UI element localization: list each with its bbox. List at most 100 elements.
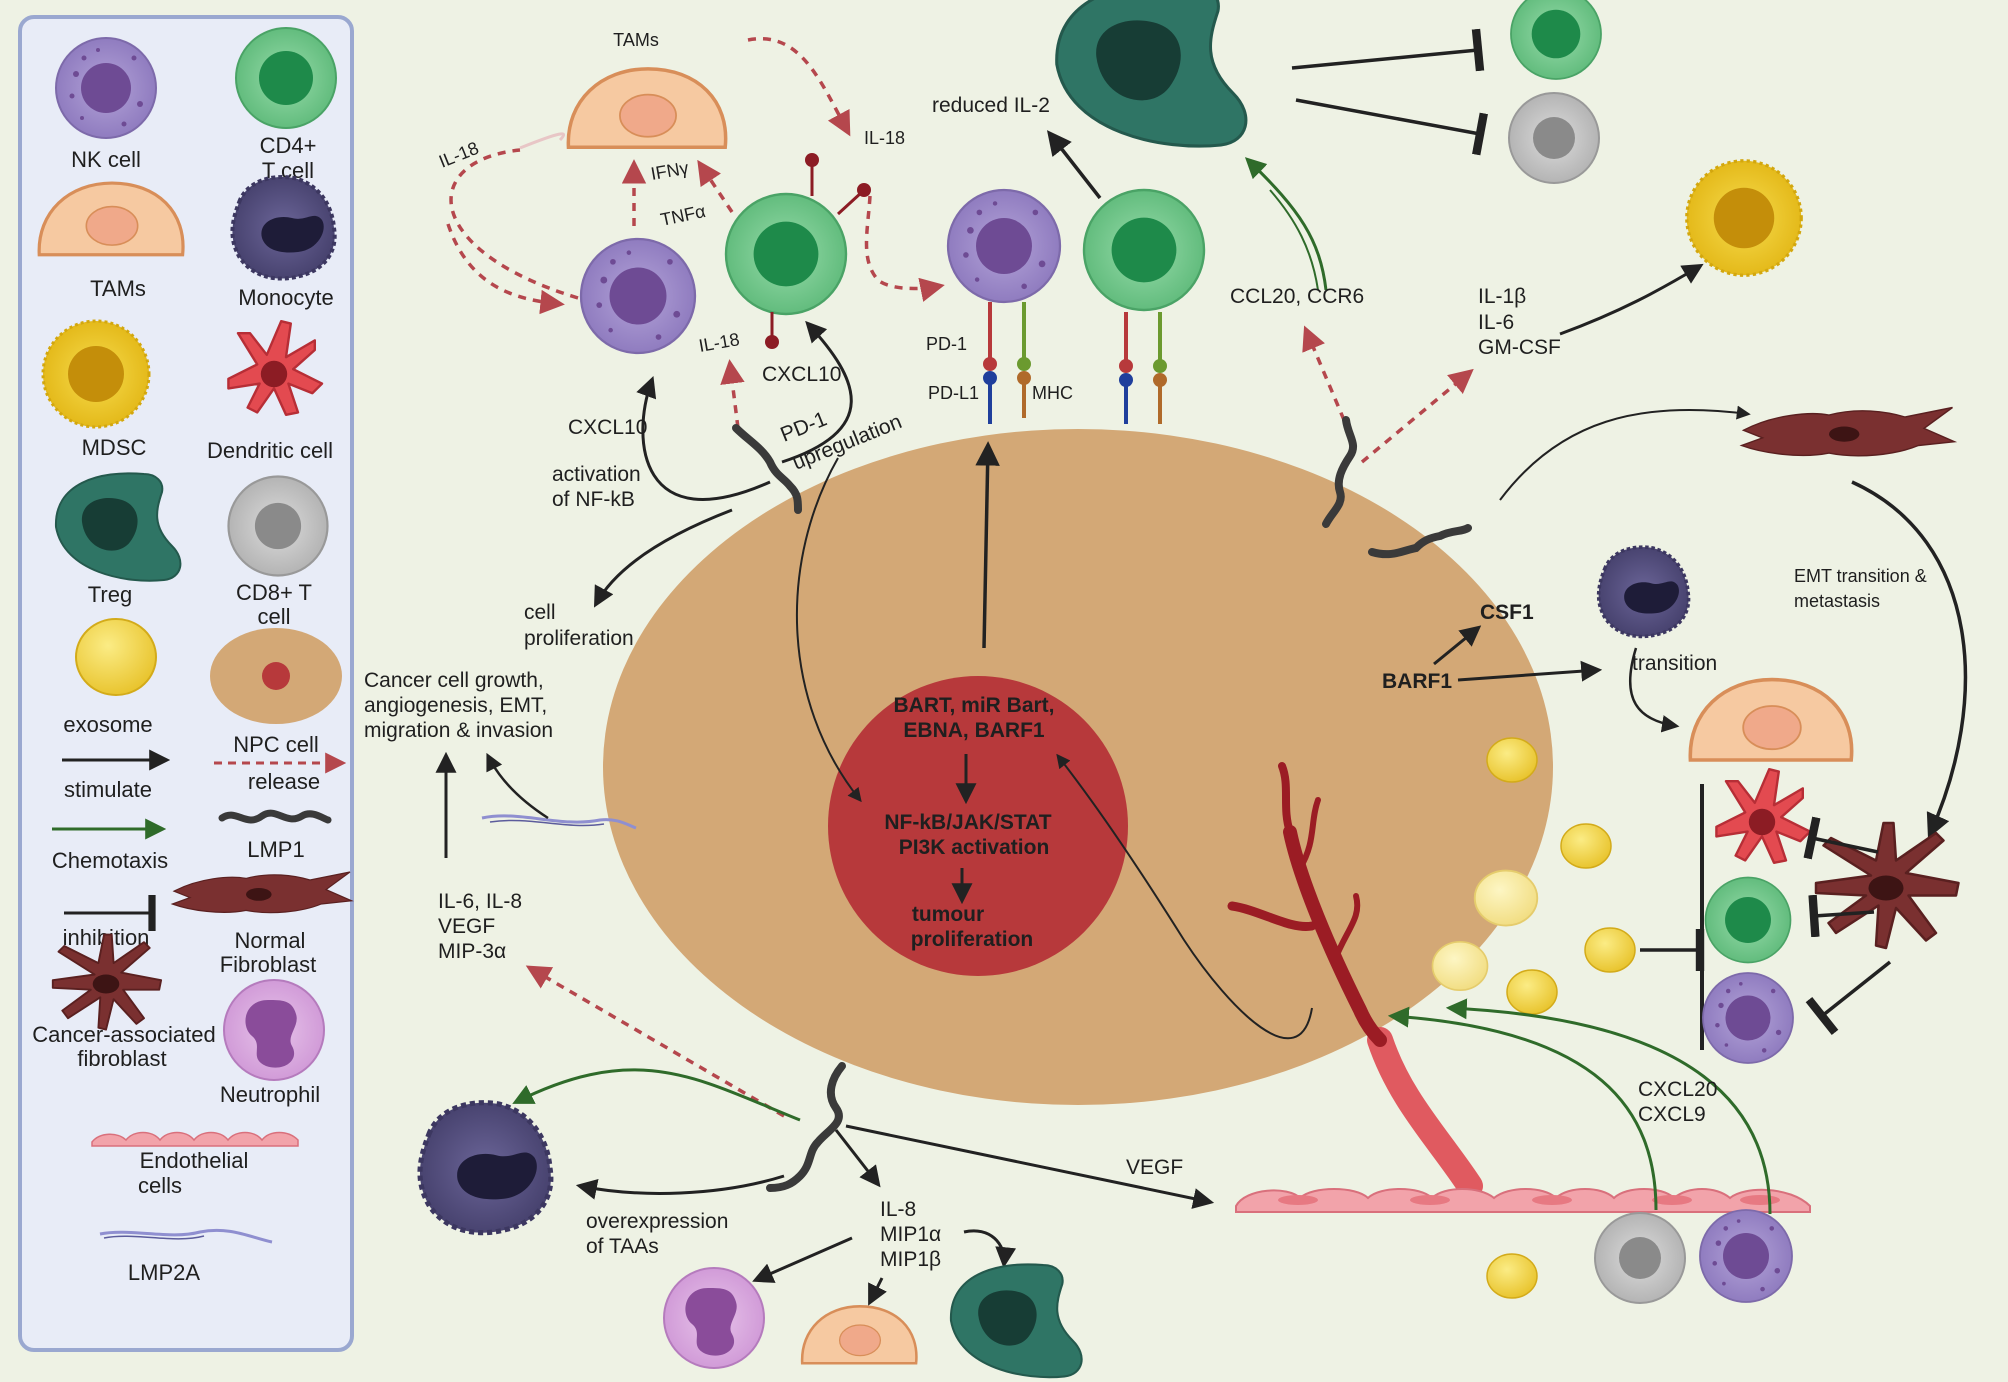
to-fibroblast-arrow bbox=[1499, 405, 1751, 501]
reduced-il2-arrow bbox=[1046, 130, 1102, 200]
legend-exosome-label: exosome bbox=[63, 712, 152, 737]
treg-inhibits-cd4 bbox=[1291, 28, 1485, 72]
to-neutrophil-arrow bbox=[752, 1236, 853, 1283]
caf-inhibits-cd4 bbox=[1808, 894, 1875, 938]
cxcl10-label-b: CXCL10 bbox=[762, 363, 841, 386]
npc-nucleus-core bbox=[828, 676, 1128, 976]
vessel-to-core-arrow bbox=[1056, 753, 1313, 1040]
treg-top bbox=[1055, 0, 1248, 148]
legend-nk-label: NK cell bbox=[71, 147, 141, 172]
barf1-to-transition-arrow bbox=[1457, 660, 1603, 682]
cyto-label-2: VEGF bbox=[438, 915, 495, 938]
exosome-6 bbox=[1506, 969, 1558, 1015]
cd4-cell-mhc bbox=[1082, 188, 1206, 312]
ifng-label: IFNγ bbox=[649, 158, 690, 184]
legend-dendritic-label: Dendritic cell bbox=[207, 438, 333, 463]
legend-lmp1-label: LMP1 bbox=[247, 837, 304, 862]
pd1-receptor-left bbox=[983, 302, 997, 424]
mip1a-label: MIP1α bbox=[880, 1223, 941, 1246]
lmp1-top-right bbox=[1322, 416, 1358, 528]
chemotaxis-cd8-arrow bbox=[1387, 1006, 1658, 1211]
dendritic-right bbox=[1715, 768, 1812, 864]
cd8-top-right bbox=[1508, 92, 1600, 184]
cd8-bottom-right bbox=[1594, 1212, 1686, 1304]
barf1-label: BARF1 bbox=[1382, 670, 1452, 693]
il18-label-a: IL-18 bbox=[436, 138, 482, 172]
lmp1-right bbox=[1368, 524, 1472, 559]
core-label-6: proliferation bbox=[911, 928, 1034, 951]
core-label-4: PI3K activation bbox=[899, 836, 1050, 859]
legend-tams-label: TAMs bbox=[90, 276, 146, 301]
legend-normal-fibro-label-1: Normal bbox=[235, 928, 306, 953]
mhc-receptor-right bbox=[1153, 312, 1167, 424]
cxcl9-label: CXCL9 bbox=[1638, 1103, 1706, 1126]
cxcl10-label-a: CXCL10 bbox=[568, 416, 647, 439]
tnfa-arrow bbox=[697, 159, 734, 213]
endothelium-layer bbox=[1235, 1188, 1811, 1213]
legend-cd8-icon bbox=[227, 475, 329, 577]
legend-endothelial-label-1: Endothelial bbox=[140, 1148, 249, 1173]
treg-inhibits-cd8 bbox=[1295, 98, 1488, 156]
taas-label-1: overexpression bbox=[586, 1210, 728, 1233]
il18-to-nk-right-arrow bbox=[864, 195, 945, 302]
tam-bottom bbox=[800, 1305, 918, 1365]
exosome-7 bbox=[1486, 1253, 1538, 1299]
chemotaxis-treg-arrow bbox=[1244, 157, 1328, 291]
exosome-1 bbox=[1486, 737, 1538, 783]
legend-normal-fibro-label-2: Fibroblast bbox=[220, 952, 317, 977]
mhc-receptor-left bbox=[1017, 302, 1031, 418]
legend-caf-label-1: Cancer-associated bbox=[32, 1022, 215, 1047]
gmcsf-label: GM-CSF bbox=[1478, 336, 1561, 359]
csf1-label: CSF1 bbox=[1480, 601, 1534, 624]
taas-label-2: of TAAs bbox=[586, 1235, 659, 1258]
il6-label: IL-6 bbox=[1478, 311, 1514, 334]
legend-lmp1-icon bbox=[218, 809, 332, 824]
chemotaxis-nk-arrow bbox=[1445, 998, 1772, 1215]
legend-npc-icon bbox=[210, 628, 342, 724]
activation-label-2: of NF-kB bbox=[552, 488, 635, 511]
legend-treg-label: Treg bbox=[88, 582, 132, 607]
il1b-label: IL-1β bbox=[1478, 285, 1526, 308]
cd4-receptors bbox=[765, 153, 871, 349]
il18-label-b: IL-18 bbox=[864, 128, 905, 148]
cd4-cell-top bbox=[724, 192, 848, 316]
tam-right bbox=[1688, 677, 1854, 762]
mhc-label: MHC bbox=[1032, 383, 1073, 403]
cd4-top-right bbox=[1510, 0, 1602, 80]
neutrophil-bottom bbox=[663, 1267, 765, 1369]
activation-label-1: activation bbox=[552, 463, 641, 486]
cell-prolif-label-1: cell bbox=[524, 601, 556, 624]
core-label-3: NF-kB/JAK/STAT bbox=[884, 811, 1051, 834]
tam-top-cell bbox=[566, 67, 728, 150]
core-label-2: EBNA, BARF1 bbox=[903, 719, 1044, 742]
emt-arrow bbox=[1851, 480, 1968, 839]
legend-mdsc-icon bbox=[41, 319, 151, 429]
legend-cd8-label-2: cell bbox=[257, 604, 290, 629]
tams-top-label: TAMs bbox=[613, 30, 659, 50]
nk-right bbox=[1702, 972, 1794, 1064]
cxcl20-label: CXCL20 bbox=[1638, 1078, 1717, 1101]
cell-prolif-label-2: proliferation bbox=[524, 627, 634, 650]
growth-label-2: angiogenesis, EMT, bbox=[364, 694, 547, 717]
normal-fibroblast-right bbox=[1740, 406, 1956, 457]
il18-loop-left bbox=[449, 148, 579, 300]
legend-monocyte-icon bbox=[230, 174, 337, 281]
release-to-treg-arrow bbox=[1302, 325, 1346, 421]
blood-vessel bbox=[1227, 762, 1483, 1199]
vegf-label: VEGF bbox=[1126, 1156, 1183, 1179]
il18-label-c: IL-18 bbox=[697, 329, 741, 356]
legend-lmp2a-icon bbox=[99, 1228, 273, 1244]
core-label-1: BART, miR Bart, bbox=[893, 694, 1054, 717]
il18-to-nk-arrow bbox=[446, 223, 565, 315]
chemotaxis-treg-arrow-2 bbox=[1269, 189, 1319, 291]
legend-endothelial-label-2: cells bbox=[138, 1173, 182, 1198]
legend-exosome-icon bbox=[75, 618, 157, 696]
tnfa-label: TNFα bbox=[659, 201, 708, 230]
legend-panel: NK cell CD4+ T cell TAMs Monocyte MDSC D… bbox=[18, 15, 354, 1352]
nk-cell-top bbox=[579, 237, 697, 355]
legend-caf-label-2: fibroblast bbox=[77, 1046, 166, 1071]
pdl1-label: PD-L1 bbox=[928, 383, 979, 403]
to-mdsc-arrow bbox=[1559, 263, 1704, 336]
pd1-to-core-arrow bbox=[795, 457, 862, 803]
